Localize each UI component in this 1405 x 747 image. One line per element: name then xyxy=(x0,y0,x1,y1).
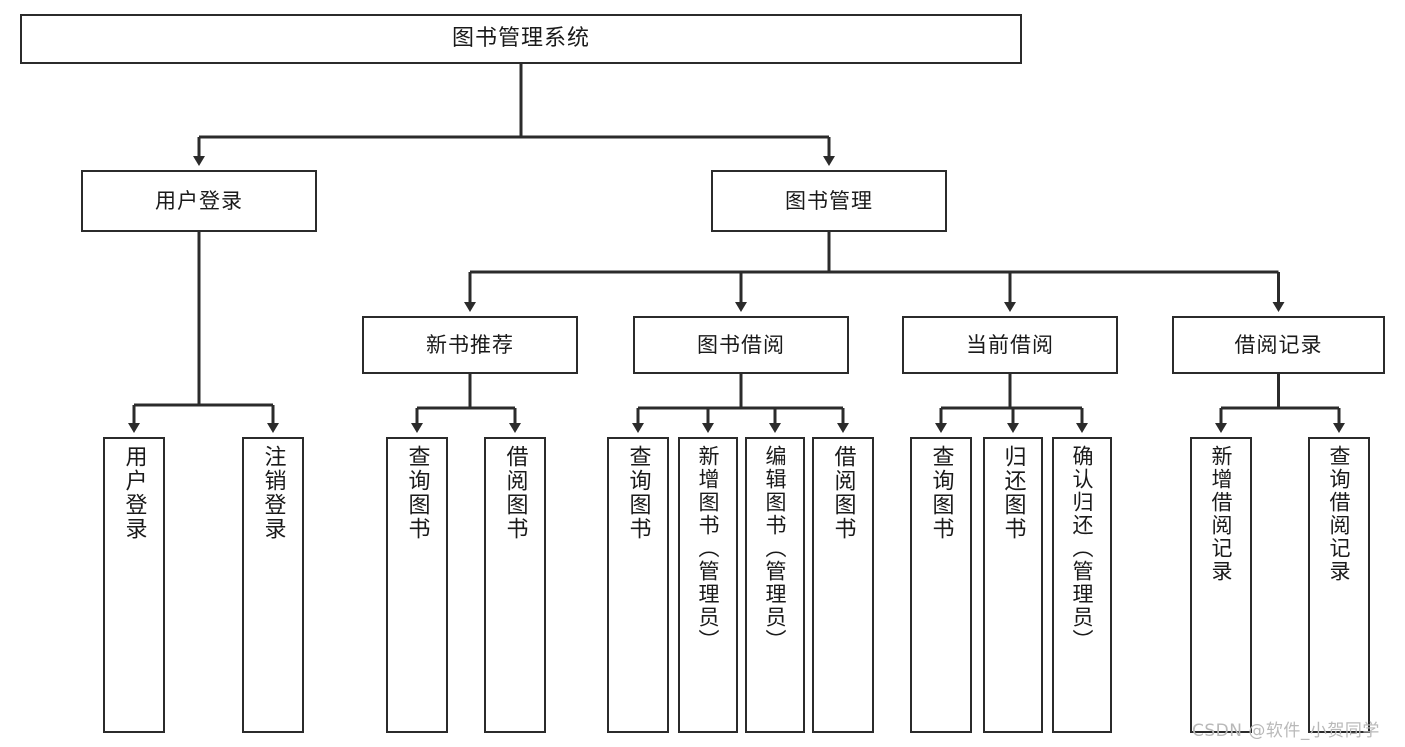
node-leaf-user-login-label: 用户登录 xyxy=(121,445,147,541)
node-leaf-add-book[interactable]: 新增图书（管理员） xyxy=(678,437,738,733)
node-root[interactable]: 图书管理系统 xyxy=(20,14,1022,64)
csdn-watermark: CSDN @软件_小贺同学 xyxy=(1192,721,1380,741)
node-leaf-query-record-label: 查询借阅记录 xyxy=(1327,445,1352,583)
node-leaf-query-book-2[interactable]: 查询图书 xyxy=(607,437,669,733)
node-borrow-record[interactable]: 借阅记录 xyxy=(1172,316,1385,374)
node-book-borrow-label: 图书借阅 xyxy=(697,332,785,357)
node-root-label: 图书管理系统 xyxy=(451,26,590,52)
node-leaf-edit-book[interactable]: 编辑图书（管理员） xyxy=(745,437,805,733)
node-leaf-borrow-book-1-label: 借阅图书 xyxy=(502,445,528,541)
node-leaf-query-book-2-label: 查询图书 xyxy=(625,445,651,541)
node-leaf-query-book-3[interactable]: 查询图书 xyxy=(910,437,972,733)
node-current-borrow-label: 当前借阅 xyxy=(966,332,1054,357)
node-leaf-logout[interactable]: 注销登录 xyxy=(242,437,304,733)
node-current-borrow[interactable]: 当前借阅 xyxy=(902,316,1118,374)
node-leaf-query-record[interactable]: 查询借阅记录 xyxy=(1308,437,1370,733)
node-leaf-query-book-3-label: 查询图书 xyxy=(928,445,954,541)
node-new-book-recommend-label: 新书推荐 xyxy=(426,332,514,357)
node-borrow-record-label: 借阅记录 xyxy=(1234,332,1323,357)
node-leaf-edit-book-label: 编辑图书（管理员） xyxy=(763,445,788,652)
node-leaf-borrow-book-2[interactable]: 借阅图书 xyxy=(812,437,874,733)
node-leaf-borrow-book-2-label: 借阅图书 xyxy=(830,445,856,541)
node-book-borrow[interactable]: 图书借阅 xyxy=(633,316,849,374)
node-leaf-confirm-return[interactable]: 确认归还（管理员） xyxy=(1052,437,1112,733)
node-new-book-recommend[interactable]: 新书推荐 xyxy=(362,316,578,374)
node-leaf-add-record-label: 新增借阅记录 xyxy=(1209,445,1234,583)
node-leaf-return-book[interactable]: 归还图书 xyxy=(983,437,1043,733)
node-leaf-add-book-label: 新增图书（管理员） xyxy=(696,445,721,652)
node-book-manage-label: 图书管理 xyxy=(785,188,873,213)
node-leaf-user-login[interactable]: 用户登录 xyxy=(103,437,165,733)
node-leaf-logout-label: 注销登录 xyxy=(260,445,286,541)
node-leaf-query-book-1-label: 查询图书 xyxy=(404,445,430,541)
node-leaf-return-book-label: 归还图书 xyxy=(1000,445,1026,541)
node-leaf-query-book-1[interactable]: 查询图书 xyxy=(386,437,448,733)
node-leaf-borrow-book-1[interactable]: 借阅图书 xyxy=(484,437,546,733)
node-leaf-add-record[interactable]: 新增借阅记录 xyxy=(1190,437,1252,733)
node-user-login-label: 用户登录 xyxy=(155,188,243,213)
node-leaf-confirm-return-label: 确认归还（管理员） xyxy=(1070,445,1095,652)
node-user-login[interactable]: 用户登录 xyxy=(81,170,317,232)
node-book-manage[interactable]: 图书管理 xyxy=(711,170,947,232)
